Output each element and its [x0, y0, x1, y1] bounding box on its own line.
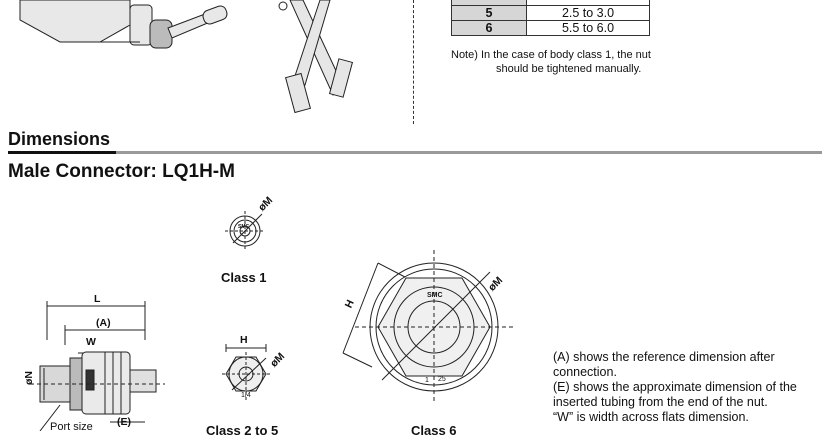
class1-end-view	[225, 211, 265, 251]
description-line-5: “W” is width across flats dimension.	[553, 410, 749, 424]
class6-smc-logo: SMC	[427, 292, 443, 299]
spanner-drawing	[278, 0, 354, 114]
note-line-2: should be tightened manually.	[496, 63, 642, 75]
section-rule	[116, 151, 822, 154]
description-line-3: (E) shows the approximate dimension of t…	[553, 380, 797, 394]
class6-end-view	[342, 250, 513, 404]
table-cell-class: 6	[451, 20, 527, 36]
table-cell-value: 5.5 to 6.0	[526, 20, 650, 36]
torque-table: 5 2.5 to 3.0 6 5.5 to 6.0	[451, 0, 650, 36]
class6-mark-25: 25	[438, 376, 446, 383]
dim-A-label: (A)	[96, 317, 111, 329]
dim-W-label: W	[86, 336, 96, 348]
table-cell-value: 2.5 to 3.0	[526, 5, 650, 21]
port-size-label: Port size	[50, 421, 93, 433]
section-title: Dimensions	[8, 129, 111, 149]
table-row: 6 5.5 to 6.0	[451, 20, 650, 36]
description-line-1: (A) shows the reference dimension after	[553, 350, 775, 364]
class1-label: Class 1	[221, 270, 267, 285]
class6-mark-1: 1	[425, 377, 429, 384]
class2to5-dim-H-label: H	[240, 334, 248, 346]
description-line-4: inserted tubing from the end of the nut.	[553, 395, 768, 409]
note-line-1: Note) In the case of body class 1, the n…	[451, 49, 651, 61]
table-row: 5 2.5 to 3.0	[451, 5, 650, 21]
class2to5-end-view	[222, 344, 270, 400]
dim-N-label: øN	[23, 371, 35, 385]
description-line-2: connection.	[553, 365, 617, 379]
column-divider	[413, 0, 414, 124]
table-cell-class: 5	[451, 5, 527, 21]
class2to5-mark-14: 1/4	[241, 392, 251, 399]
connector-side-view	[30, 301, 165, 431]
table-note: Note) In the case of body class 1, the n…	[451, 48, 671, 76]
dim-E-label: (E)	[117, 416, 131, 428]
class1-smc-logo: SMC	[238, 224, 250, 230]
section-underline	[8, 151, 116, 154]
dim-L-label: L	[94, 293, 101, 305]
product-title: Male Connector: LQ1H-M	[8, 161, 235, 182]
dimension-description: (A) shows the reference dimension after …	[553, 350, 823, 425]
connector-tool-drawing	[19, 0, 228, 49]
